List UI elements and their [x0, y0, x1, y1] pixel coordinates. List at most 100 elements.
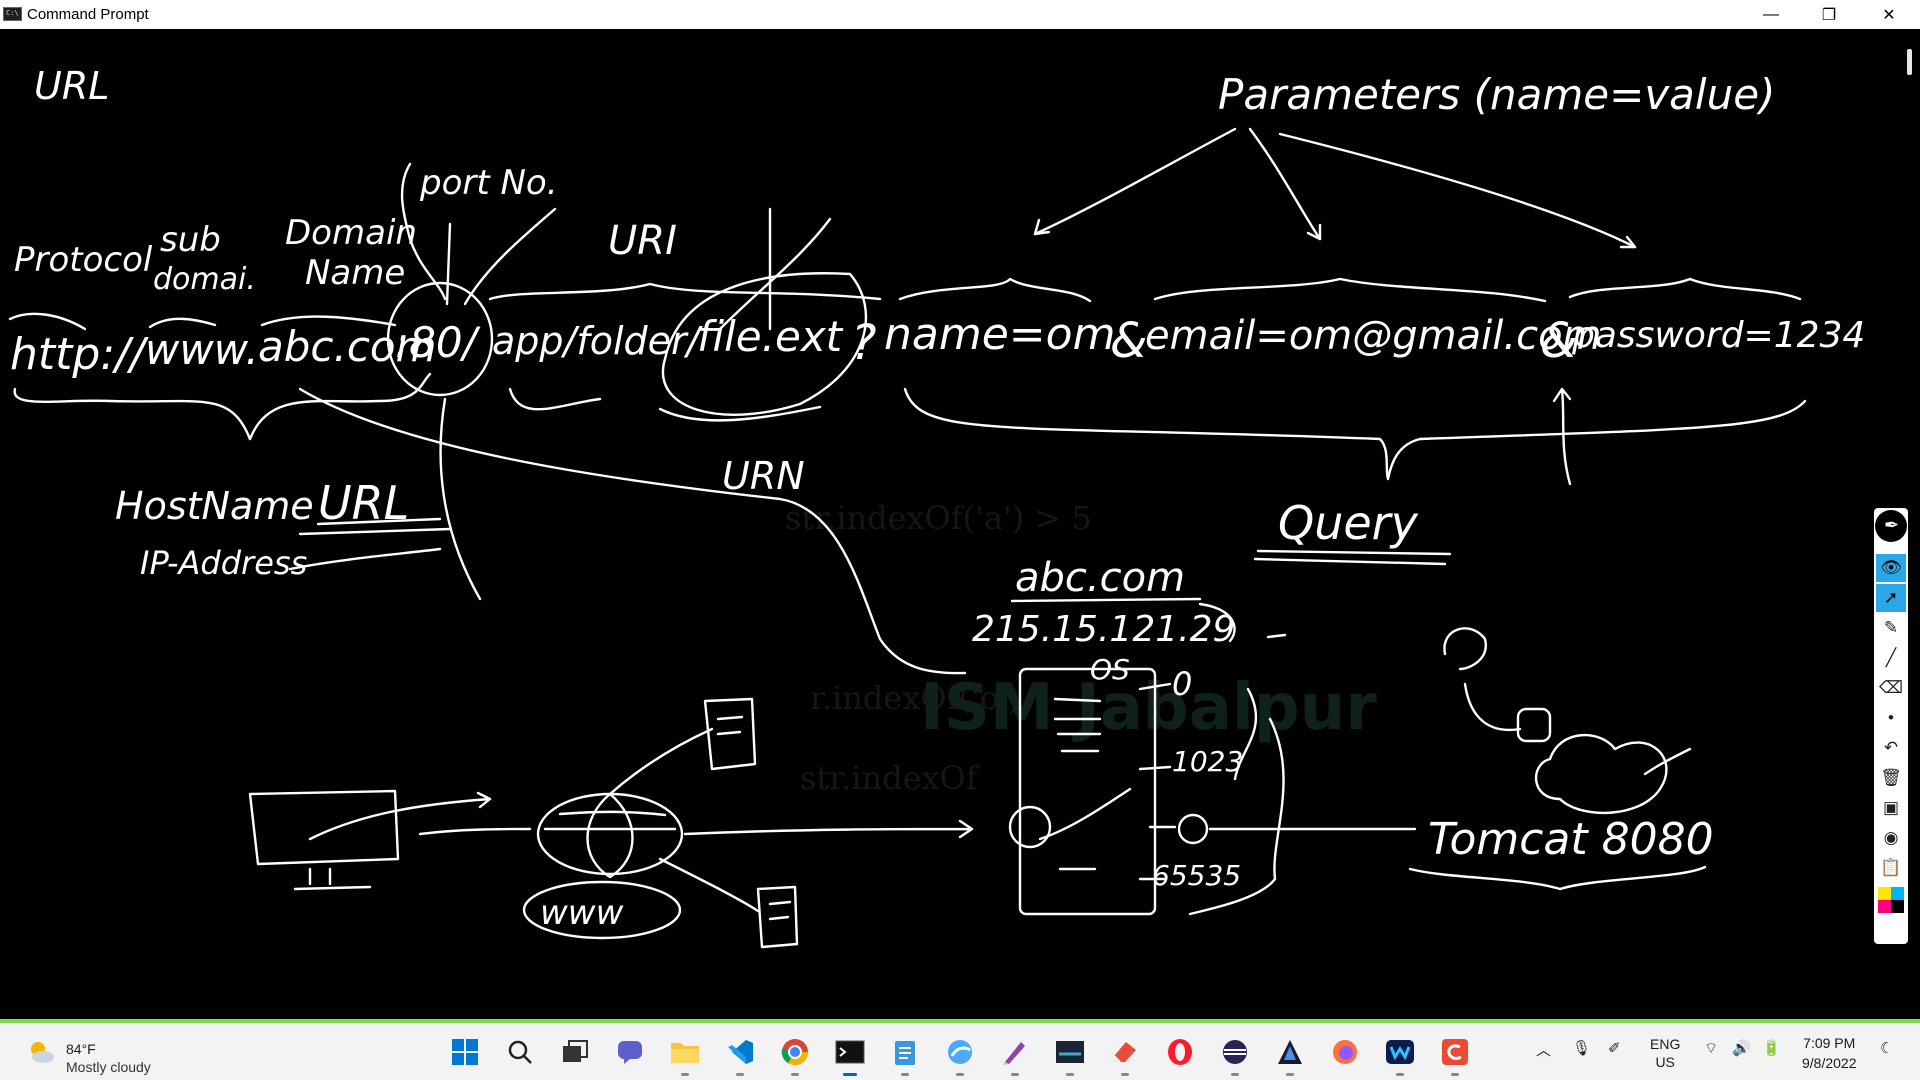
progress-strip: [0, 1019, 1920, 1023]
url-www: www.: [145, 325, 259, 374]
clipboard-icon[interactable]: 📋: [1880, 858, 1902, 877]
screen-capture-icon[interactable]: ▣: [1882, 798, 1900, 817]
notification-icon[interactable]: ☾: [1880, 1040, 1894, 1057]
ip-value: 215.15.121.29: [972, 609, 1235, 650]
file-explorer-icon[interactable]: [668, 1035, 702, 1076]
port-65535-label: 65535: [1152, 859, 1241, 892]
eye-icon[interactable]: 👁: [1876, 554, 1906, 582]
firefox-icon[interactable]: [1328, 1035, 1362, 1069]
param-arrowhead-3: [1619, 235, 1637, 249]
abc-com-label: abc.com: [1015, 555, 1185, 601]
line-icon[interactable]: ╱: [1885, 648, 1897, 667]
dot-icon[interactable]: •: [1888, 708, 1894, 727]
computer-stand: [293, 867, 372, 891]
param-arrowhead-1: [1033, 218, 1051, 236]
annotation-toolbar: 👁 ➚ ✎ ╱ ⌫ • ↶ 🗑 ▣ ◉ 📋: [1874, 508, 1908, 944]
pen-app-icon[interactable]: [998, 1035, 1032, 1076]
ghost-text-2: r.indexOf('o'): [810, 679, 1020, 717]
hostname-brace: [13, 372, 432, 441]
small-server-2: [756, 885, 799, 949]
port-no-label: port No.: [419, 163, 558, 203]
ip-dash: [1266, 633, 1287, 639]
drawing-canvas[interactable]: str.indexOf('a') > 5 r.indexOf('o') str.…: [0, 29, 1898, 1019]
domain-short-label: domai.: [153, 262, 256, 297]
pen-icon[interactable]: ✒: [1875, 510, 1907, 542]
region-code: US: [1655, 1054, 1675, 1070]
clock-date: 9/8/2022: [1802, 1055, 1857, 1071]
clock-time: 7:09 PM: [1803, 1035, 1856, 1051]
browser-icon[interactable]: [943, 1035, 977, 1076]
undo-icon[interactable]: ↶: [1883, 738, 1899, 757]
computer-monitor-icon: [248, 789, 400, 866]
weather-widget[interactable]: 84°F Mostly cloudy: [22, 1031, 182, 1075]
url-host: abc.com: [258, 322, 437, 371]
black-app-icon[interactable]: [1273, 1035, 1307, 1076]
query-amp-2: &: [1540, 313, 1577, 369]
server-lines: [1053, 697, 1102, 753]
command-prompt-icon: C:\: [3, 7, 22, 21]
scrollbar-thumb[interactable]: [1907, 49, 1912, 75]
globe-to-server-1: [608, 727, 714, 796]
close-button[interactable]: ✕: [1882, 6, 1896, 24]
sub-brace: [148, 317, 217, 329]
client-to-globe: [418, 827, 532, 836]
battery-icon[interactable]: 🔋: [1762, 1040, 1781, 1057]
volume-icon[interactable]: 🔊: [1732, 1040, 1751, 1057]
protocol-brace: [8, 312, 87, 331]
eraser-icon[interactable]: ⌫: [1878, 678, 1904, 697]
webex-icon[interactable]: [1383, 1035, 1417, 1076]
url-port: :80/: [395, 318, 481, 367]
pointer-icon[interactable]: ➚: [1876, 584, 1906, 612]
camera-icon[interactable]: ◉: [1883, 828, 1899, 847]
red-app-icon[interactable]: [1438, 1035, 1472, 1076]
mysql-icon[interactable]: [1053, 1035, 1087, 1076]
notepad-icon[interactable]: [888, 1035, 922, 1076]
wifi-icon[interactable]: ⌔: [1704, 1040, 1719, 1057]
color-palette-icon[interactable]: [1876, 886, 1906, 914]
pen-tray-icon[interactable]: ✐: [1608, 1040, 1621, 1057]
pen-tool-icon[interactable]: ✎: [1883, 618, 1899, 637]
eclipse-icon[interactable]: [1218, 1035, 1252, 1076]
urn-brace: [508, 387, 822, 422]
minimize-button[interactable]: —: [1763, 5, 1779, 23]
opera-icon[interactable]: [1163, 1035, 1197, 1069]
password-brace: [1568, 277, 1802, 301]
chat-icon[interactable]: [613, 1035, 647, 1069]
domain-label: Domain: [285, 213, 417, 253]
port-0-label: 0: [1172, 665, 1192, 703]
vscode-icon[interactable]: [723, 1035, 757, 1076]
search-icon[interactable]: [503, 1035, 537, 1069]
language-indicator[interactable]: ENG US: [1650, 1035, 1680, 1071]
microphone-icon[interactable]: 🎙: [1572, 1040, 1592, 1057]
maximize-button[interactable]: ❐: [1821, 6, 1837, 24]
heading-url: URL: [34, 64, 109, 108]
terminal-icon[interactable]: [833, 1035, 867, 1076]
eraser-app-icon[interactable]: [1108, 1035, 1142, 1076]
url-path: app/folder/: [492, 319, 704, 363]
tomcat-gear-icon: [1177, 813, 1209, 845]
start-icon[interactable]: [448, 1035, 482, 1069]
os-label: OS: [1090, 653, 1130, 686]
query-label: Query: [1278, 496, 1419, 550]
clock[interactable]: 7:09 PM 9/8/2022: [1802, 1033, 1857, 1073]
ghost-text-1: str.indexOf('a') > 5: [785, 499, 1092, 537]
file-arrow-2: [718, 217, 832, 331]
port-0-tick: [1138, 682, 1172, 691]
weather-temp: 84°F: [66, 1041, 96, 1057]
query-brace: [903, 387, 1807, 481]
param-arrow-3: [1278, 132, 1637, 249]
urn-label: URN: [722, 454, 805, 498]
name-brace: [898, 277, 1092, 303]
port-in-arrow: [1038, 787, 1132, 841]
url-underline: [298, 517, 452, 536]
globe-icon: [536, 792, 684, 876]
trash-icon[interactable]: 🗑: [1880, 768, 1902, 787]
small-server-1: [703, 697, 757, 771]
uri-label: URI: [608, 218, 677, 264]
sub-label: sub: [160, 220, 221, 260]
param-arrow-1: [1033, 127, 1237, 236]
chrome-icon[interactable]: [778, 1035, 812, 1076]
task-view-icon[interactable]: [558, 1035, 592, 1069]
tomcat-line: [1148, 825, 1417, 831]
chevron-up-icon[interactable]: ︿: [1536, 1042, 1552, 1059]
